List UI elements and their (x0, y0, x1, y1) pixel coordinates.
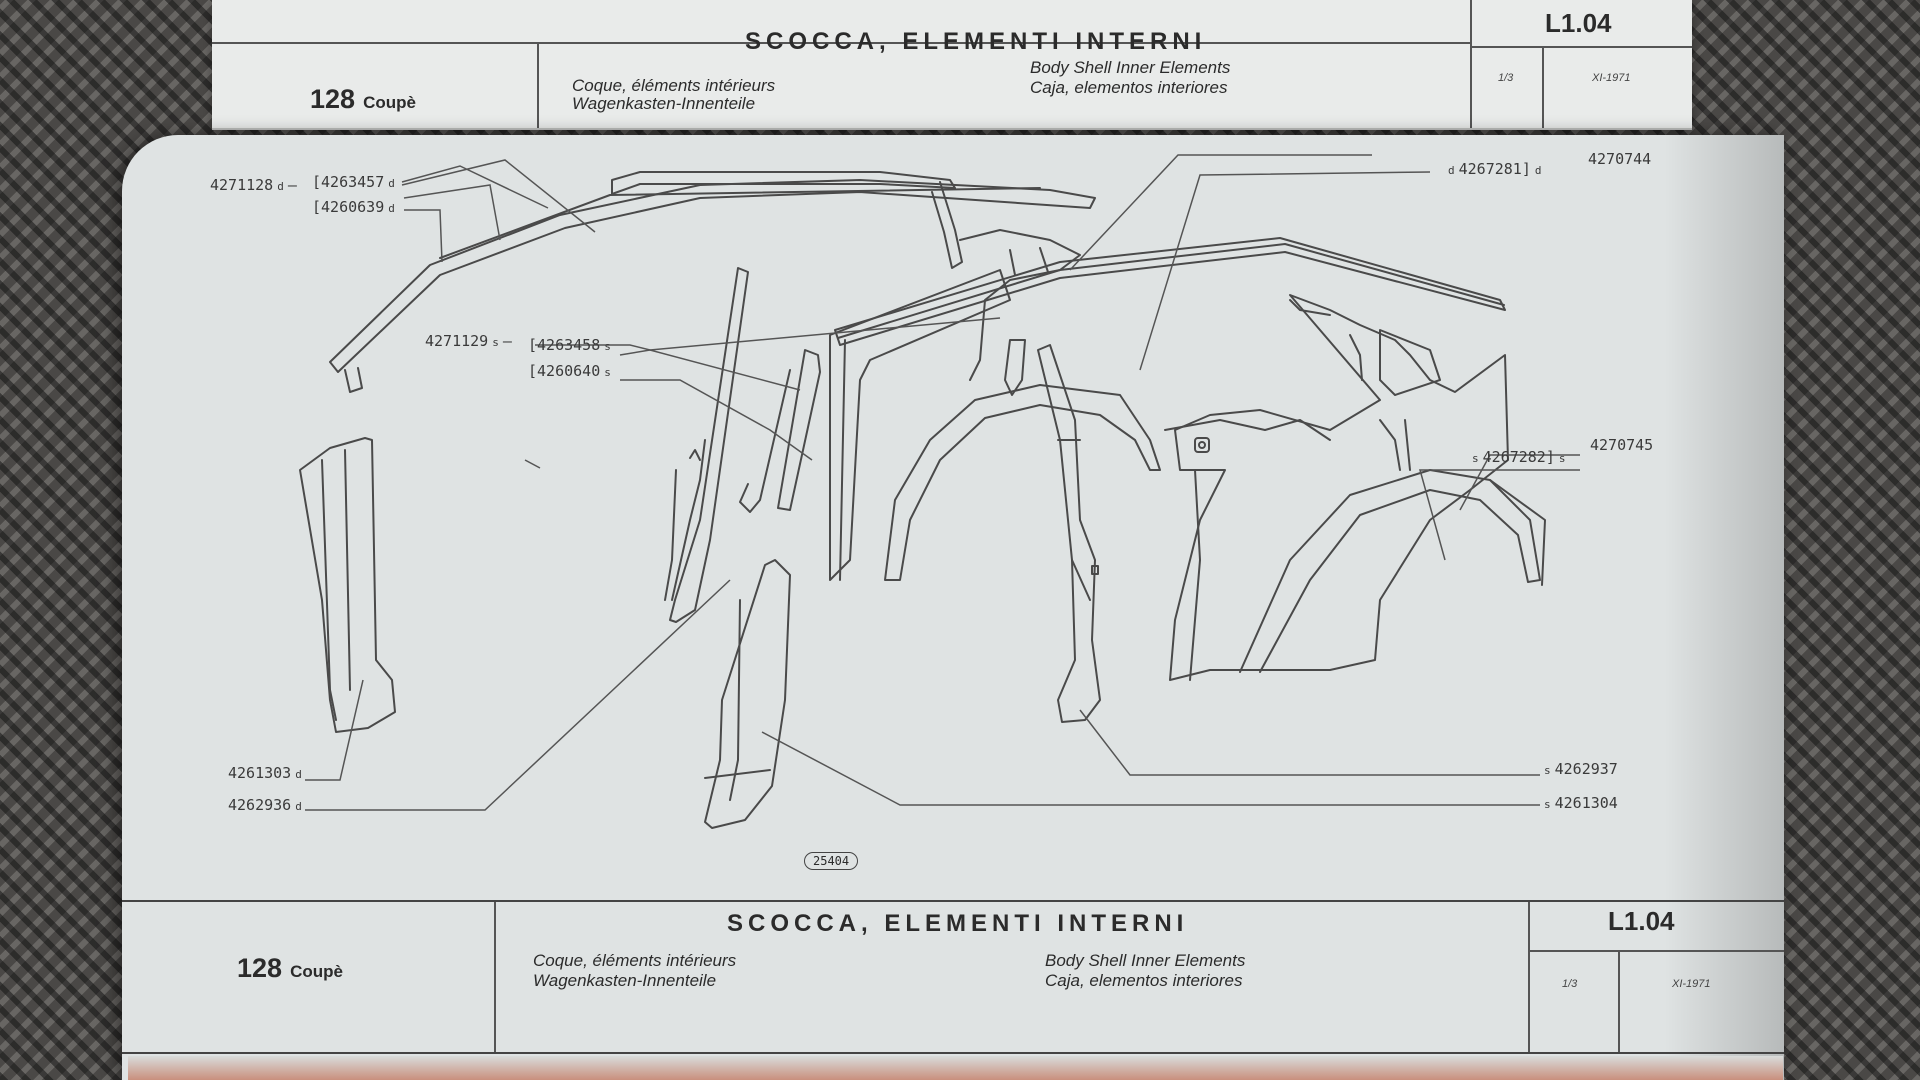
roof-rail-upper (611, 171, 956, 195)
part-label: 4270744 (1588, 150, 1652, 168)
rear-window-opening (1379, 329, 1441, 396)
footer-title-es: Caja, elementos interiores (1045, 971, 1243, 990)
footer-title-block (122, 900, 1784, 1054)
previous-sheet-header (212, 0, 1692, 130)
title-en: Body Shell Inner Elements (1030, 58, 1231, 77)
page-edge (128, 1056, 1783, 1080)
sheet-date: XI-1971 (1592, 72, 1631, 84)
footer-title: SCOCCA, ELEMENTI INTERNI (727, 910, 1189, 937)
roof-rail-main (834, 237, 1506, 346)
divider (1470, 46, 1692, 48)
divider (537, 42, 539, 128)
figure-number: 25404 (804, 852, 859, 870)
table-code: L1.04 (1545, 8, 1612, 38)
footer-title-de: Wagenkasten-Innenteile (533, 971, 717, 990)
bracket (344, 367, 363, 393)
title-de: Wagenkasten-Innenteile (572, 94, 756, 113)
divider (1542, 46, 1544, 128)
footer-title-en: Body Shell Inner Elements (1045, 951, 1246, 970)
footer-sheet-number: 1/3 (1562, 978, 1578, 990)
title-fr: Coque, éléments intérieurs (572, 76, 776, 95)
catalog-page (122, 135, 1784, 1080)
b-pillar (1037, 344, 1101, 723)
footer-table-code: L1.04 (1608, 906, 1675, 936)
footer-title-fr: Coque, éléments intérieurs (533, 951, 737, 970)
a-pillar-cover (704, 559, 791, 829)
footer-sheet-date: XI-1971 (1672, 978, 1711, 990)
part-label: 4270745 (1590, 436, 1654, 454)
title-es: Caja, elementos interiores (1030, 78, 1228, 97)
a-pillar (669, 267, 749, 623)
b-pillar-upper (959, 229, 1081, 381)
wheel-arch-inner (884, 384, 1161, 581)
windshield-pillar (777, 349, 821, 511)
front-pillar-left (299, 437, 396, 733)
rear-quarter-inner (1169, 294, 1509, 681)
sheet-number: 1/3 (1498, 72, 1514, 84)
divider (212, 42, 1470, 44)
divider (1470, 0, 1472, 128)
roof-rail-left (329, 179, 1096, 373)
page-title: SCOCCA, ELEMENTI INTERNI (745, 28, 1207, 55)
rear-wheel-arch (1239, 469, 1541, 673)
